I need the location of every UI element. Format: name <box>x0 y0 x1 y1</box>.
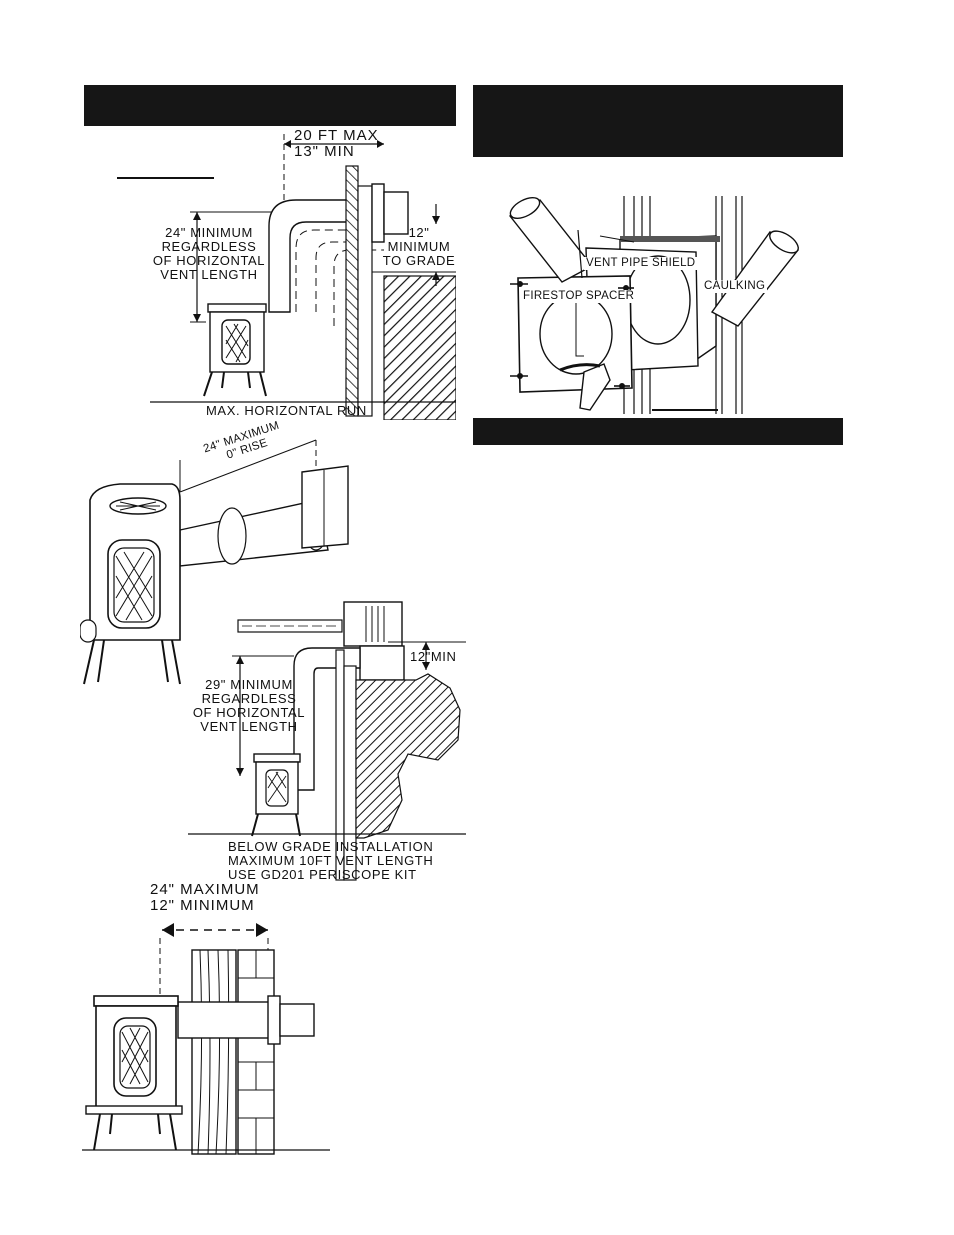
figure-firestop-spacer: VENT PIPE SHIELD FIRESTOP SPACER CAULKIN… <box>500 196 804 414</box>
figure-through-wall: 24" MAXIMUM 12" MINIMUM <box>82 878 332 1156</box>
dim-horizontal-max-label: 20 FT MAX <box>294 127 379 144</box>
vertical-min-line-2: REGARDLESS <box>161 239 257 254</box>
zero-rise-drawing <box>80 439 349 685</box>
below-grade-vertical-line-3: OF HORIZONTAL <box>192 705 306 720</box>
through-wall-range-line-2: 12" MINIMUM <box>150 897 255 914</box>
through-wall-drawing <box>82 923 330 1155</box>
below-grade-vertical-line-2: REGARDLESS <box>201 691 297 706</box>
figure-zero-rise: 24" MAXIMUM 0" RISE <box>80 420 360 690</box>
through-wall-range-line-1: 24" MAXIMUM <box>150 881 260 898</box>
header-bar-right <box>473 85 843 157</box>
below-grade-caption-line-3: USE GD201 PERISCOPE KIT <box>228 867 417 882</box>
grade-clearance-label: 12" MINIMUM TO GRADE <box>380 226 456 268</box>
below-grade-caption-line-2: MAXIMUM 10FT VENT LENGTH <box>228 853 434 868</box>
section-bar-right <box>473 418 843 445</box>
below-grade-vertical-line-1: 29" MINIMUM <box>205 677 293 692</box>
grade-clearance-line-1: 12" <box>408 225 430 240</box>
below-grade-caption: BELOW GRADE INSTALLATION MAXIMUM 10FT VE… <box>228 840 433 882</box>
vent-pipe-shield-label: VENT PIPE SHIELD <box>584 257 698 270</box>
caulking-label: CAULKING <box>702 280 768 293</box>
firestop-spacer-drawing <box>508 196 800 414</box>
vertical-min-line-1: 24" MINIMUM <box>165 225 253 240</box>
below-grade-caption-line-1: BELOW GRADE INSTALLATION <box>228 839 434 854</box>
below-grade-drawing <box>188 601 466 881</box>
vertical-min-line-4: VENT LENGTH <box>160 267 258 282</box>
max-horizontal-run-caption: MAX. HORIZONTAL RUN <box>206 403 367 418</box>
figure-below-grade: 12"MIN 29" MINIMUM REGARDLESS OF HORIZON… <box>188 590 466 882</box>
max-horizontal-run-drawing <box>117 134 456 420</box>
vertical-min-label: 24" MINIMUM REGARDLESS OF HORIZONTAL VEN… <box>144 226 274 282</box>
vertical-min-line-3: OF HORIZONTAL <box>152 253 266 268</box>
below-grade-vertical-line-4: VENT LENGTH <box>200 719 298 734</box>
figure-max-horizontal-run: 20 FT MAX 13" MIN 24" MINIMUM REGARDLESS… <box>84 126 456 420</box>
grade-clearance-line-3: TO GRADE <box>382 253 456 268</box>
grade-clearance-line-2: MINIMUM <box>387 239 451 254</box>
below-grade-vertical-label: 29" MINIMUM REGARDLESS OF HORIZONTAL VEN… <box>188 678 310 734</box>
through-wall-range-label: 24" MAXIMUM 12" MINIMUM <box>150 882 260 914</box>
below-grade-clearance-label: 12"MIN <box>410 649 457 664</box>
firestop-spacer-label: FIRESTOP SPACER <box>522 290 636 303</box>
header-bar-left <box>84 85 456 126</box>
dim-horizontal-min-label: 13" MIN <box>294 143 355 160</box>
